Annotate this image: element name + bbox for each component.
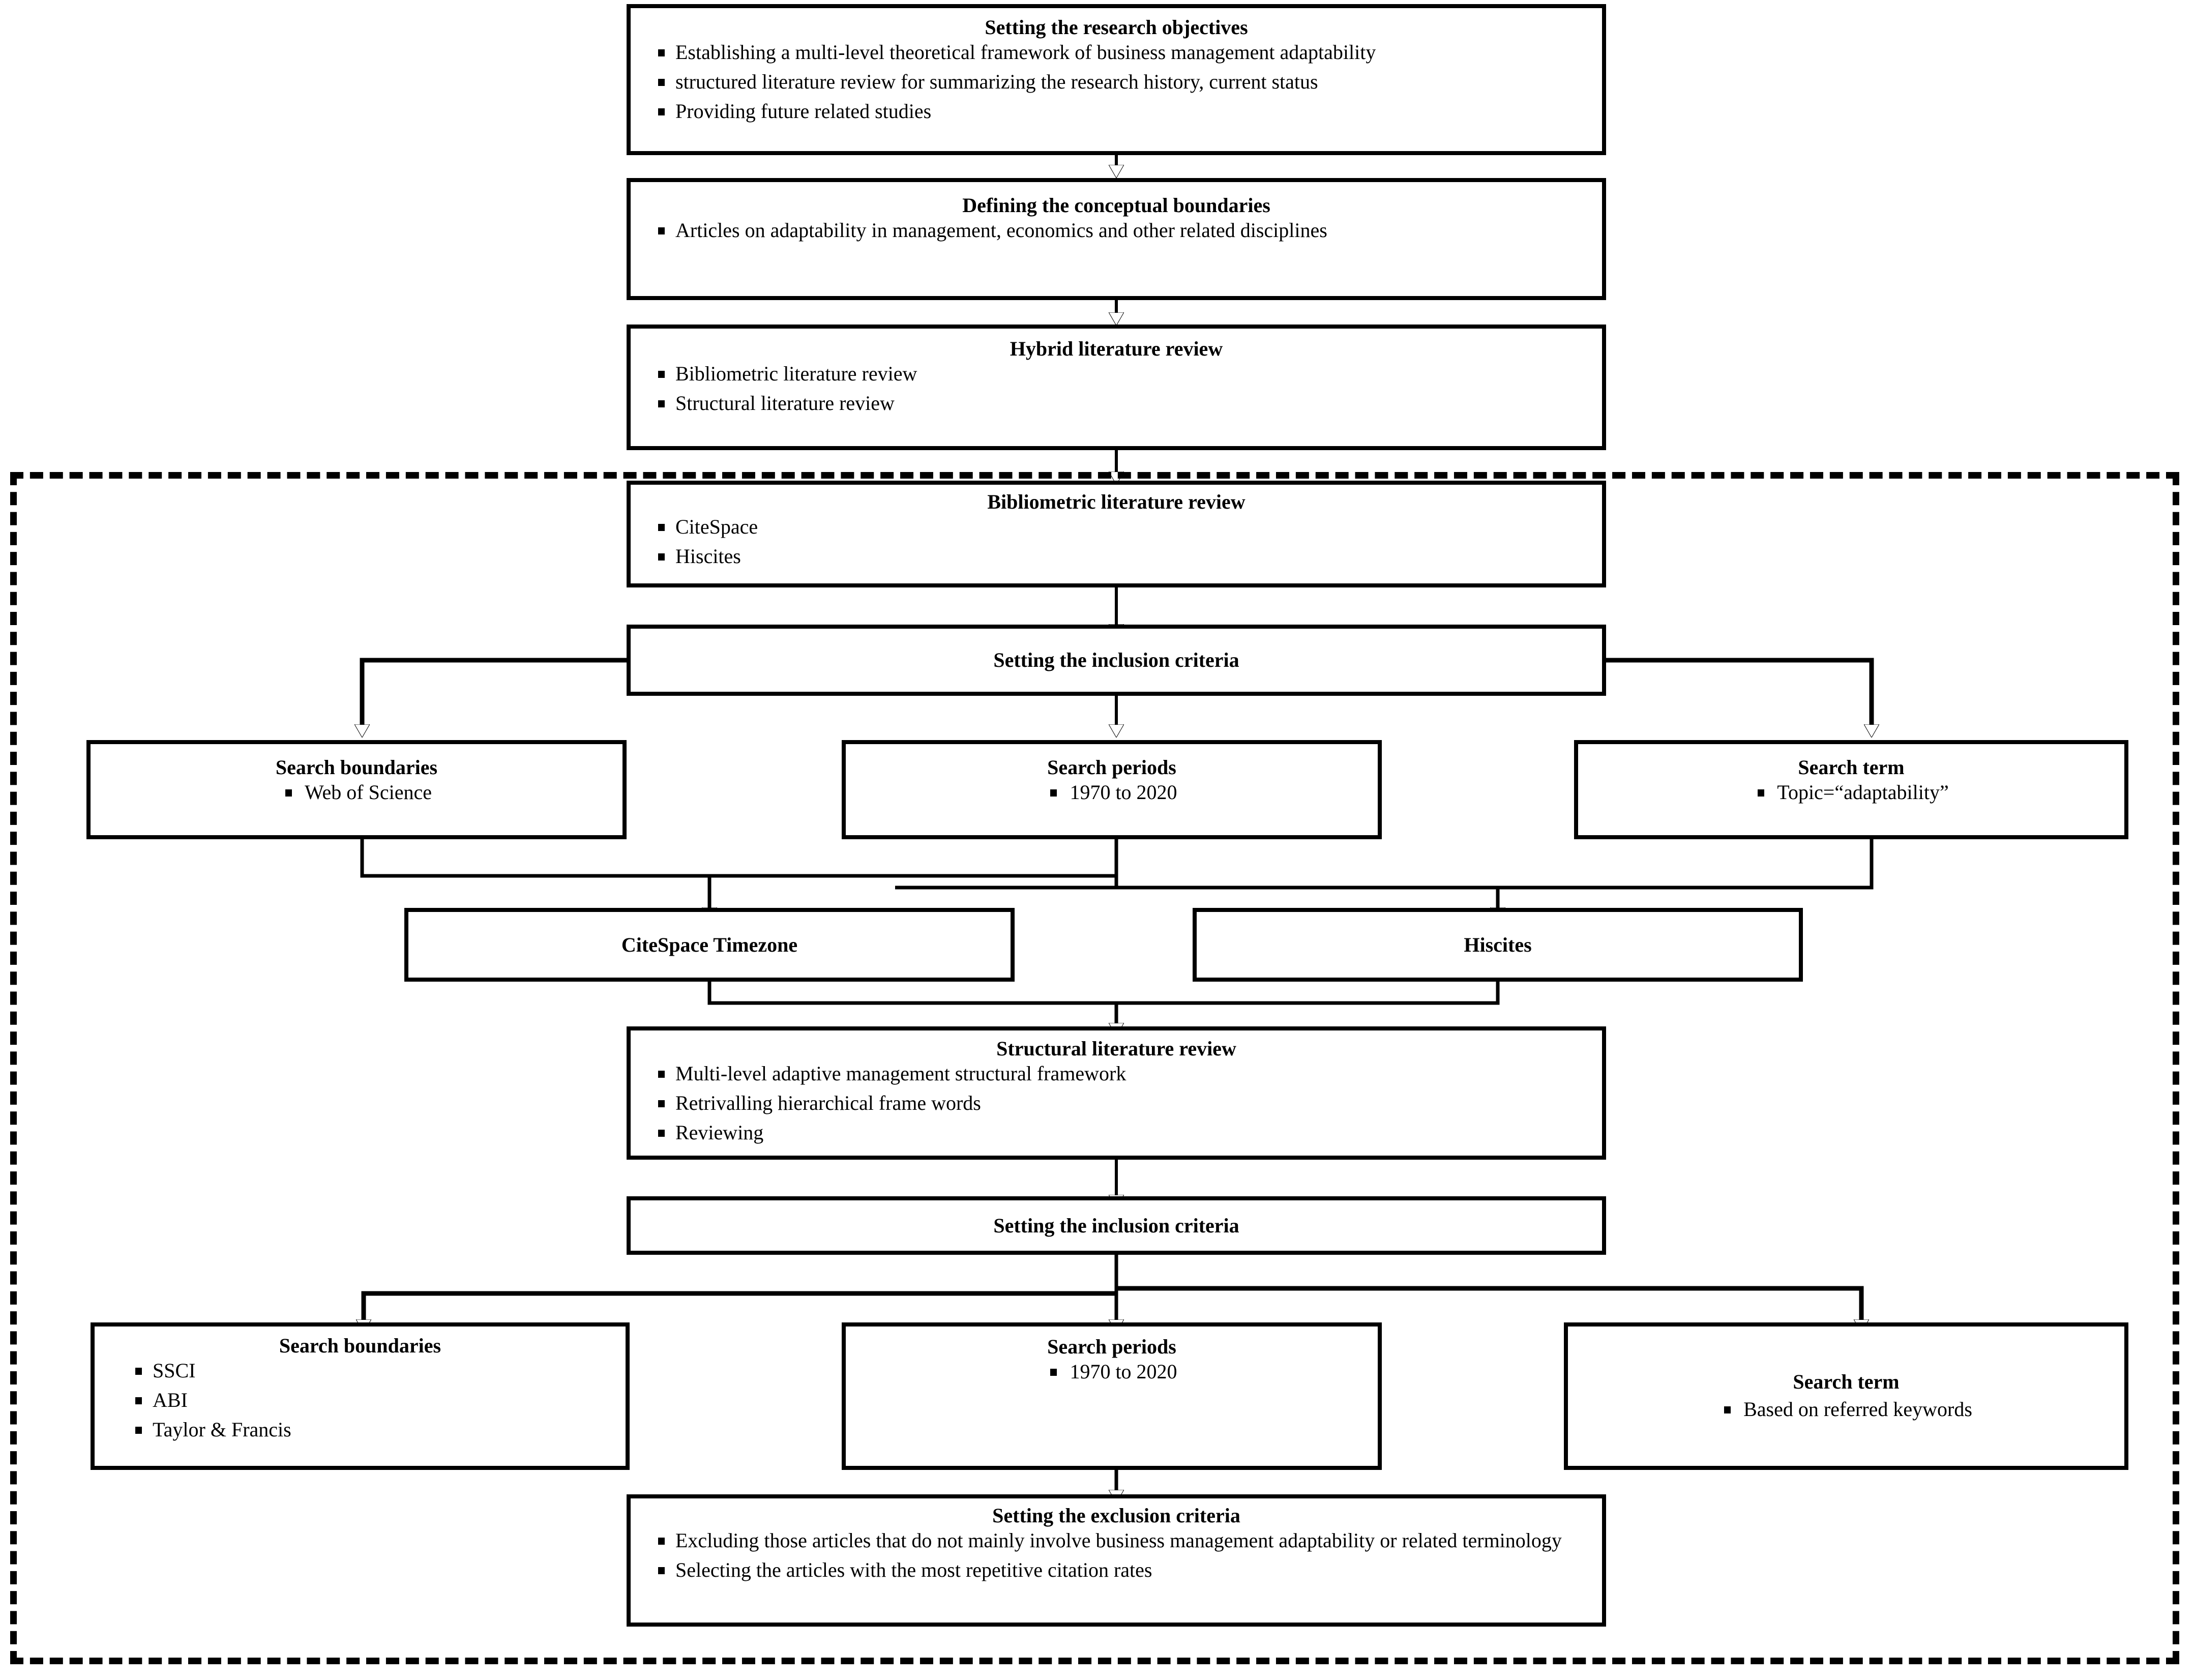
edge-searchboundaries1-down [360,839,895,878]
edge-citespace-to-structural [707,982,1116,1005]
node-hiscites[interactable]: Hiscites [1193,908,1803,982]
bullet-item: Reviewing [644,1119,1589,1146]
node-bullets: Based on referred keywords [1568,1396,2124,1423]
bullet-item: Based on referred keywords [1720,1396,1972,1423]
node-title: Hybrid literature review [1010,337,1223,360]
node-title: Structural literature review [996,1037,1236,1060]
node-search-boundaries-2[interactable]: Search boundaries SSCI ABI Taylor & Fran… [91,1322,630,1470]
bullet-item: Multi-level adaptive management structur… [644,1060,1589,1087]
node-bullets: Bibliometric literature review Structura… [644,361,1589,417]
node-bullets: CiteSpace Hiscites [644,514,1589,570]
node-search-periods-2[interactable]: Search periods 1970 to 2020 [842,1322,1382,1470]
bullet-item: Retrivalling hierarchical frame words [644,1090,1589,1116]
node-search-boundaries-1[interactable]: Search boundaries Web of Science [86,740,627,839]
node-research-objectives[interactable]: Setting the research objectives Establis… [627,4,1606,155]
node-bullets: Articles on adaptability in management, … [644,217,1589,244]
node-title: Setting the inclusion criteria [993,1214,1239,1237]
bullet-item: ABI [121,1387,612,1413]
node-bullets: Web of Science [104,779,609,806]
edge-inclusion2-bus-left [364,1291,1116,1320]
node-inclusion-criteria-2[interactable]: Setting the inclusion criteria [627,1196,1606,1255]
bullet-item: CiteSpace [644,514,1589,540]
node-title: Search periods [1047,756,1176,779]
edge-searchterm1-down [895,839,1874,890]
node-hybrid-review[interactable]: Hybrid literature review Bibliometric li… [627,325,1606,450]
node-bibliometric-review[interactable]: Bibliometric literature review CiteSpace… [627,481,1606,587]
node-bullets: SSCI ABI Taylor & Francis [108,1358,612,1443]
node-search-term-1[interactable]: Search term Topic=“adaptability” [1574,740,2128,839]
bullet-item: Taylor & Francis [121,1417,612,1443]
node-title: Defining the conceptual boundaries [962,194,1270,217]
edge-inclusion2-bus-right [1116,1286,1861,1320]
bullet-item: structured literature review for summari… [644,69,1589,95]
bullet-item: SSCI [121,1358,612,1384]
node-bullets: Multi-level adaptive management structur… [644,1060,1589,1146]
node-title: Setting the inclusion criteria [993,649,1239,672]
bullet-item: Structural literature review [644,390,1589,417]
edge-inclusion1-to-search-term1 [1606,658,1872,725]
bullet-item: Selecting the articles with the most rep… [644,1557,1589,1583]
bullet-item: Topic=“adaptability” [1754,779,1949,806]
node-bullets: 1970 to 2020 [859,779,1365,806]
bullet-item: Establishing a multi-level theoretical f… [644,39,1589,66]
edge-hiscites-to-structural [1116,982,1500,1005]
node-title: Bibliometric literature review [987,490,1246,513]
node-title: Search boundaries [279,1334,441,1357]
node-citespace-timezone[interactable]: CiteSpace Timezone [404,908,1015,982]
node-inclusion-criteria-1[interactable]: Setting the inclusion criteria [627,625,1606,696]
node-conceptual-boundaries[interactable]: Defining the conceptual boundaries Artic… [627,178,1606,300]
edge-inclusion1-to-search-boundaries1 [362,658,627,725]
bullet-item: Providing future related studies [644,98,1589,125]
bullet-item: Bibliometric literature review [644,361,1589,387]
node-structural-review[interactable]: Structural literature review Multi-level… [627,1026,1606,1160]
bullet-item: Hiscites [644,543,1589,570]
bullet-item: 1970 to 2020 [1046,779,1177,806]
node-title: Hiscites [1464,933,1532,956]
bullet-item: Excluding those articles that do not mai… [644,1527,1589,1554]
node-title: Setting the research objectives [985,16,1248,39]
node-title: CiteSpace Timezone [621,933,798,956]
node-bullets: Topic=“adaptability” [1591,779,2111,806]
node-search-periods-1[interactable]: Search periods 1970 to 2020 [842,740,1382,839]
node-title: Search term [1798,756,1905,779]
node-bullets: 1970 to 2020 [859,1359,1365,1385]
node-bullets: Excluding those articles that do not mai… [644,1527,1589,1583]
node-title: Setting the exclusion criteria [992,1504,1240,1527]
node-title: Search boundaries [275,756,438,779]
node-title: Search periods [1047,1335,1176,1358]
bullet-item: 1970 to 2020 [1046,1359,1177,1385]
node-title: Search term [1793,1370,1900,1394]
bullet-item: Web of Science [281,779,432,806]
node-bullets: Establishing a multi-level theoretical f… [644,39,1589,125]
bullet-item: Articles on adaptability in management, … [644,217,1589,244]
node-search-term-2[interactable]: Search term Based on referred keywords [1564,1322,2128,1470]
node-exclusion-criteria[interactable]: Setting the exclusion criteria Excluding… [627,1494,1606,1627]
